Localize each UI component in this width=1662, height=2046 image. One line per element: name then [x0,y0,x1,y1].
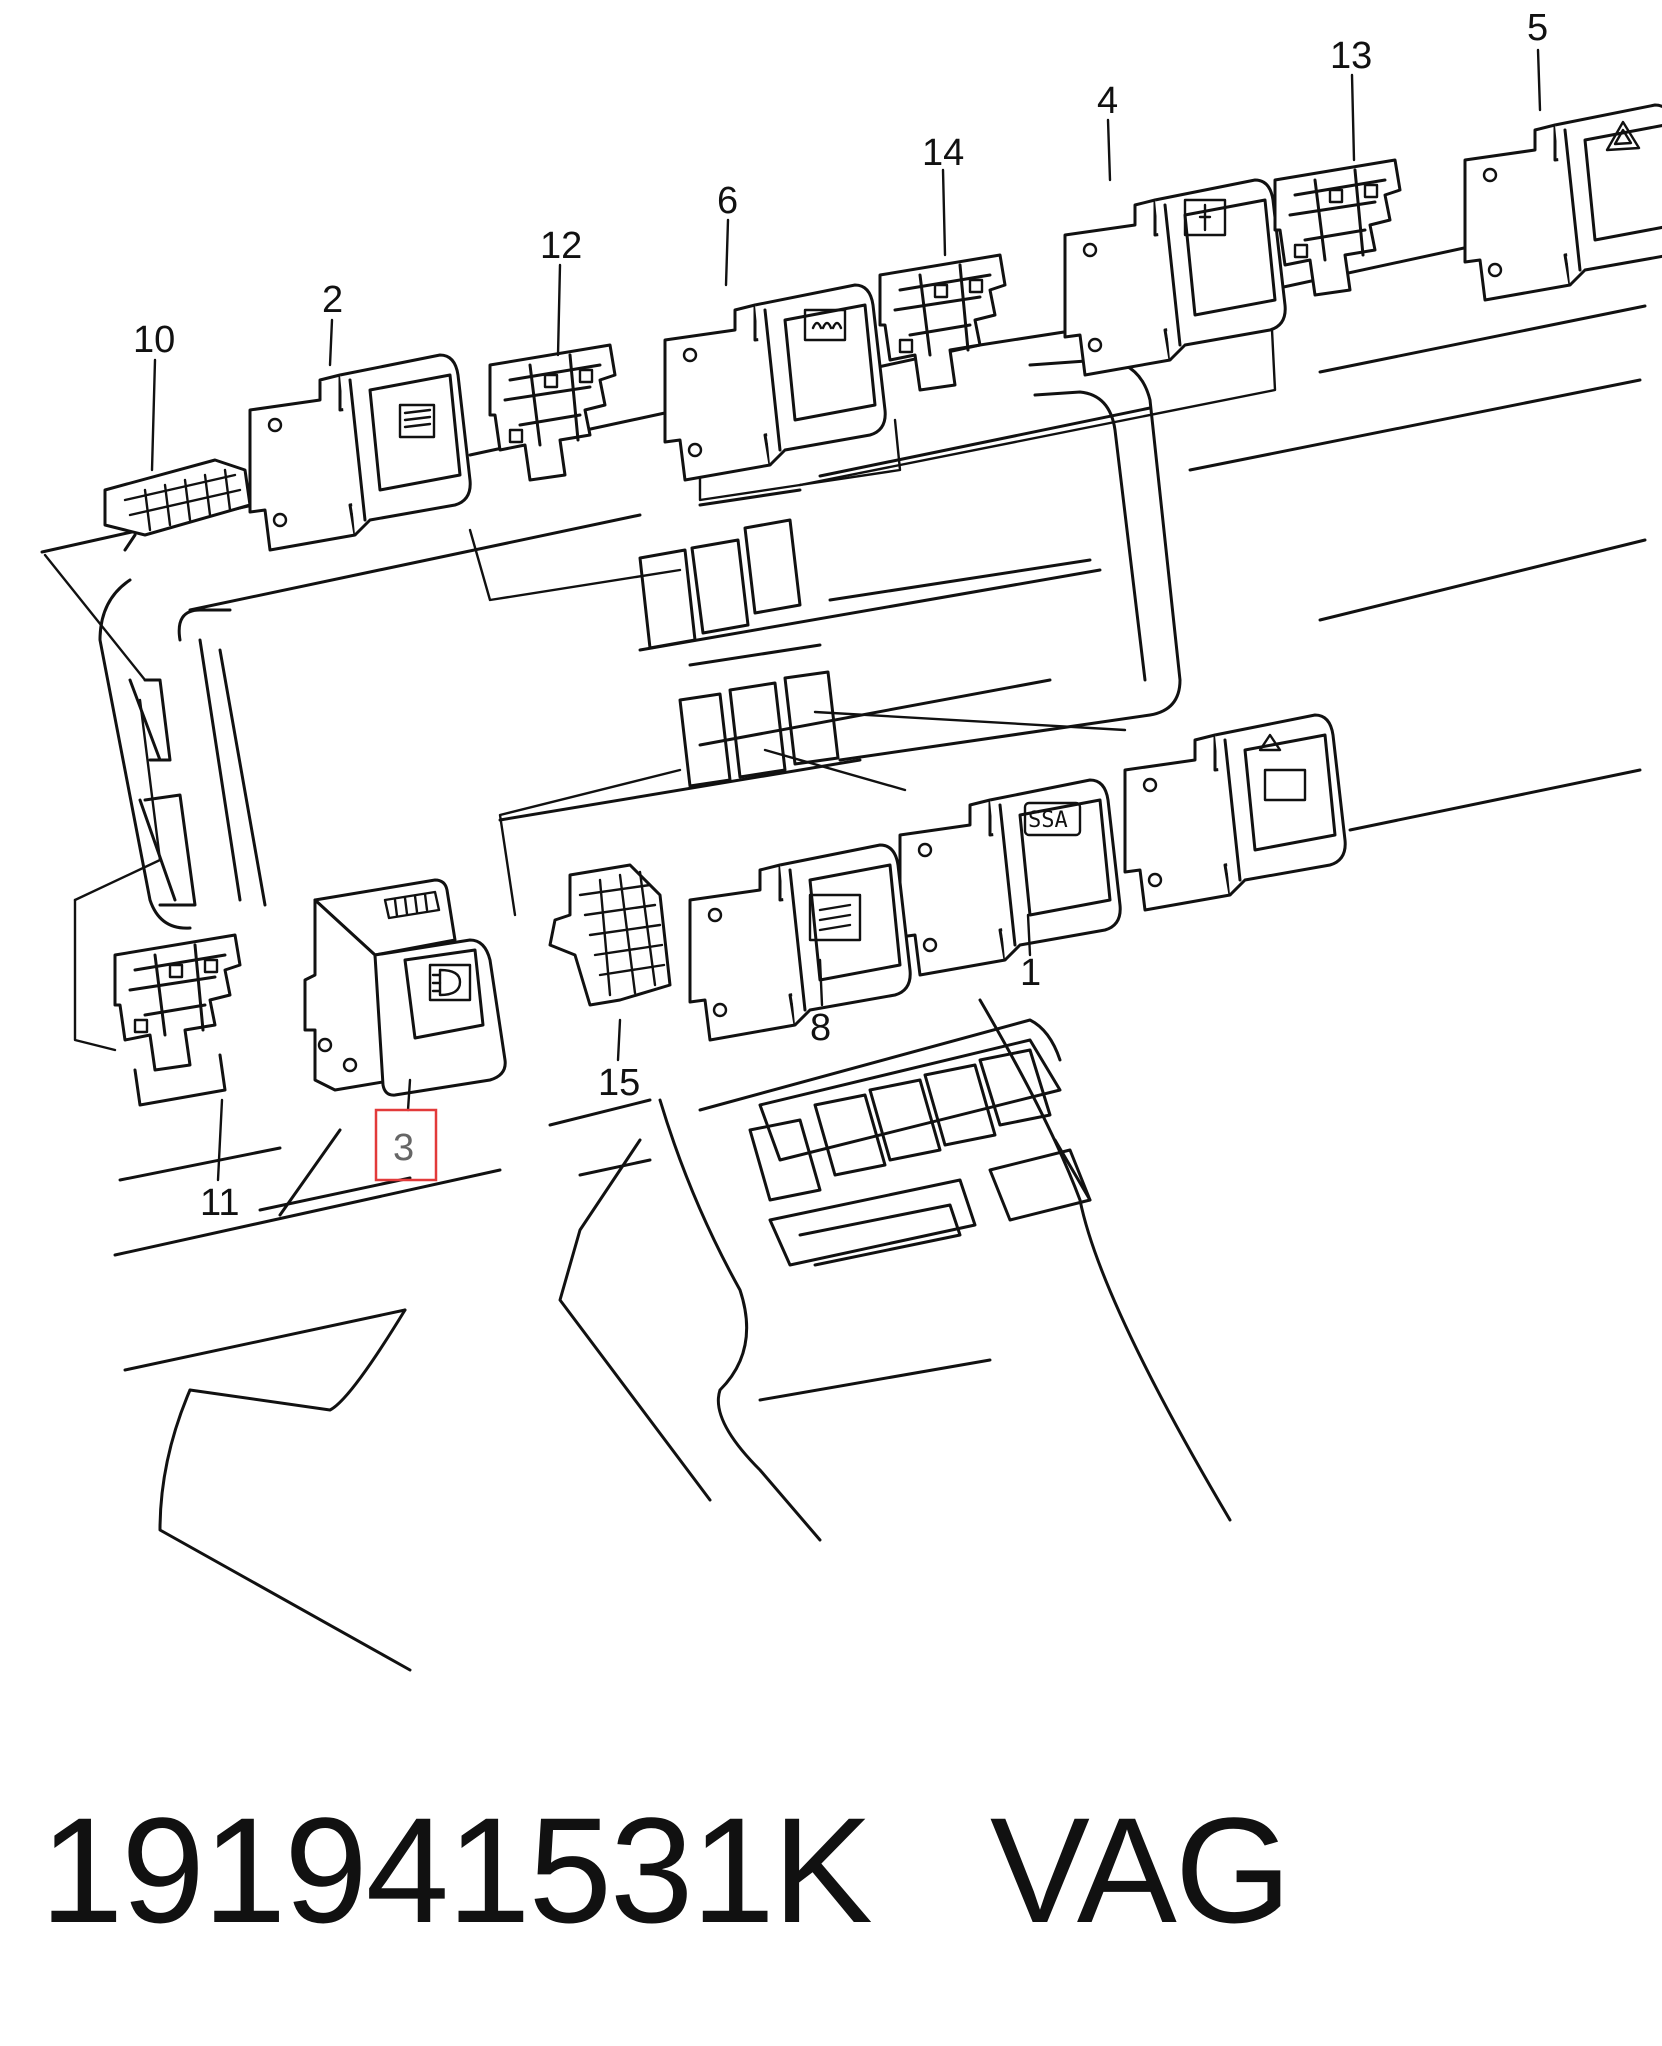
part-right-switch [1123,713,1347,912]
callout-4: 4 [1097,80,1118,122]
callout-11: 11 [200,1182,239,1224]
part-8-switch [688,843,912,1042]
part-5-switch [1463,103,1662,302]
part-3-switch [303,878,507,1097]
callout-3: 3 [393,1127,414,1169]
exploded-parts-diagram: SSA [40,7,1662,1672]
part-14-relay [878,253,1007,392]
callout-5: 5 [1527,7,1548,49]
callout-13: 13 [1330,35,1372,77]
footer-spacer [871,1786,990,1954]
callout-labels: 1 2 3 4 5 6 8 10 11 12 13 14 15 [133,7,1548,1224]
console-slots [143,488,1092,1267]
callout-10: 10 [133,319,175,361]
part-15-connector [548,863,672,1007]
callout-leaders [150,48,1542,1182]
callout-6: 6 [717,180,738,222]
part-10-connector [103,458,252,552]
brand-name: VAG [989,1786,1292,1954]
callout-2: 2 [322,279,343,321]
part-12-relay [488,343,617,482]
callout-3-highlight [374,1108,438,1182]
part-number-footer: 191941531K VAG [40,1770,1640,1970]
callout-8: 8 [810,1007,831,1049]
part-number: 191941531K [40,1786,873,1954]
callout-12: 12 [540,225,582,267]
callout-15: 15 [598,1062,640,1104]
callout-14: 14 [922,132,964,174]
dashboard-outline [40,208,1647,1672]
part-2-switch [248,353,472,552]
part-4-switch [1063,178,1287,377]
callout-1: 1 [1020,952,1041,994]
part-6-switch [663,283,887,482]
part-1-switch: SSA [898,778,1122,977]
part-13-relay [1273,158,1402,297]
switch-1-symbol: SSA [1028,808,1068,833]
part-11-relay [113,933,242,1107]
